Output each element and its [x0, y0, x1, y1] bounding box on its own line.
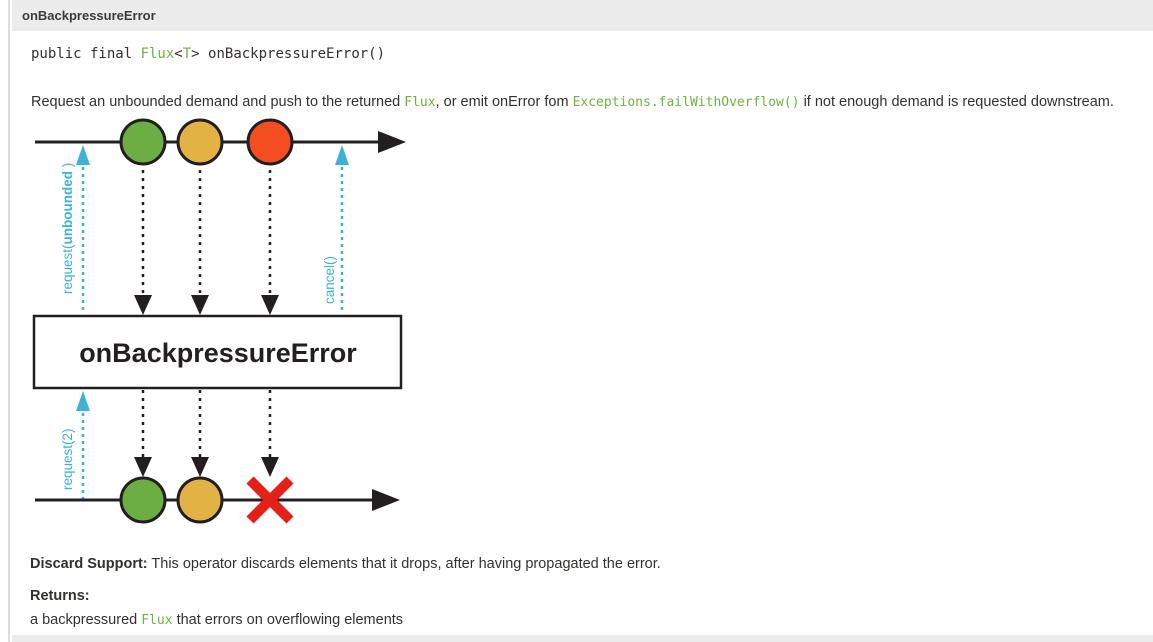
method-signature: public final Flux<T> onBackpressureError… [31, 46, 385, 62]
return-type-link[interactable]: Flux [140, 46, 175, 62]
timeline-arrow-icon [372, 489, 400, 511]
flux-link[interactable]: Flux [404, 94, 436, 110]
description-text-2: , or emit onError fom [435, 93, 573, 110]
marble-yellow [176, 476, 224, 524]
description-text-3: if not enough demand is requested downst… [799, 93, 1114, 110]
error-x-icon [246, 476, 294, 524]
returns-text-2: that errors on overflowing elements [172, 611, 404, 628]
marble-green [119, 118, 167, 166]
generic-close: > [191, 46, 209, 62]
method-section-title: onBackpressureError [22, 8, 156, 23]
flux-link[interactable]: Flux [141, 612, 173, 628]
cancel-arrow: cancel() [322, 145, 349, 314]
emission-arrows-bottom [134, 390, 279, 477]
returns-text-1: a backpressured [30, 611, 142, 628]
timeline-arrow-icon [378, 131, 406, 153]
signature-modifiers: public final [31, 46, 141, 62]
next-section-header-edge [12, 635, 1153, 642]
up-arrow-icon [335, 145, 349, 165]
marble-yellow [176, 118, 224, 166]
up-arrow-icon [76, 391, 90, 411]
returns-description: a backpressured Flux that errors on over… [30, 612, 1130, 628]
description-text-1: Request an unbounded demand and push to … [31, 93, 405, 110]
emission-arrows-top [134, 170, 279, 315]
request-2-label: request(2) [60, 428, 75, 490]
type-param: T [182, 46, 192, 62]
generic-open: < [174, 46, 183, 62]
cancel-label: cancel() [322, 256, 337, 304]
method-description: Request an unbounded demand and push to … [31, 94, 1141, 110]
method-name: onBackpressureError() [208, 46, 386, 62]
request-unbounded-arrow: request(unbounded ) [60, 145, 90, 314]
discard-support-note: Discard Support: This operator discards … [30, 556, 1130, 572]
marble-diagram: request(unbounded ) cancel() onBackpress… [32, 118, 406, 524]
operator-box: onBackpressureError [32, 314, 403, 390]
operator-box-label: onBackpressureError [79, 338, 357, 368]
discard-support-label: Discard Support: [30, 555, 148, 572]
discard-support-text: This operator discards elements that it … [147, 555, 661, 572]
returns-label: Returns: [30, 587, 90, 604]
marble-green [119, 476, 167, 524]
method-section-header: onBackpressureError [12, 0, 1153, 31]
fail-with-overflow-link[interactable]: Exceptions.failWithOverflow() [572, 94, 800, 110]
section-left-border [8, 0, 10, 642]
request-unbounded-label: request(unbounded ) [60, 163, 75, 294]
request-2-arrow: request(2) [60, 391, 90, 499]
up-arrow-icon [76, 145, 90, 165]
marble-red [246, 118, 294, 166]
